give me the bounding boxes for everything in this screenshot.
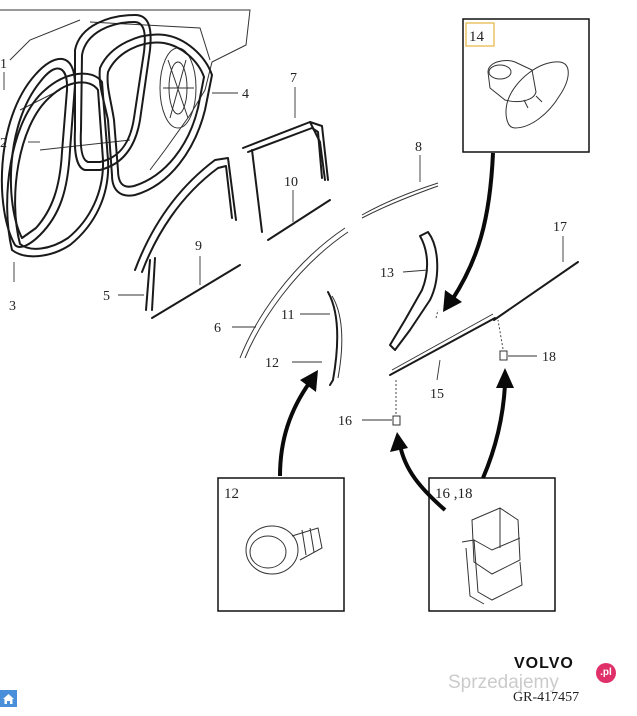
clip-16 xyxy=(392,415,401,426)
diagram-reference: GR-417457 xyxy=(513,690,580,705)
callout-12: 12 xyxy=(265,356,279,371)
watermark-badge: .pl xyxy=(596,663,616,683)
callout-16: 16 xyxy=(338,414,352,429)
callout-1: 1 xyxy=(0,57,7,72)
callout-2: 2 xyxy=(0,136,7,151)
pointer-arrows xyxy=(278,152,514,512)
detail-box-12-label: 12 xyxy=(224,486,239,502)
callout-18: 18 xyxy=(542,350,556,365)
part-11-bracket xyxy=(327,291,343,386)
part-6-trim xyxy=(239,227,349,359)
window-seal-1 xyxy=(73,14,152,171)
part-15-rail xyxy=(389,261,579,376)
detail-box-16-18: 16 ,18 xyxy=(428,477,556,612)
part-13-bracket xyxy=(389,231,439,351)
callout-17: 17 xyxy=(553,220,567,235)
detail-box-16-18-label: 16 ,18 xyxy=(435,486,473,502)
window-seal-4 xyxy=(98,33,213,197)
clip-16-18-illustration xyxy=(461,507,523,605)
part-9-strip xyxy=(151,264,241,319)
callout-3: 3 xyxy=(9,299,16,314)
leader-lines xyxy=(3,72,564,421)
clip-12-illustration xyxy=(245,525,323,575)
callout-10: 10 xyxy=(284,175,298,190)
callout-4: 4 xyxy=(242,87,249,102)
clip-14-illustration xyxy=(487,59,569,129)
callout-5: 5 xyxy=(103,289,110,304)
part-10-strip xyxy=(267,199,331,241)
detail-box-14: 14 xyxy=(462,18,590,153)
callout-8: 8 xyxy=(415,140,422,155)
callout-7: 7 xyxy=(290,71,297,86)
callout-6: 6 xyxy=(214,321,221,336)
brand-logo: VOLVO xyxy=(514,655,574,672)
detail-box-12: 12 xyxy=(217,477,345,612)
home-icon[interactable] xyxy=(0,690,17,707)
part-5-window-channel xyxy=(134,157,237,311)
part-7-window-frame xyxy=(242,121,329,233)
part-8-trim xyxy=(361,182,439,219)
callout-11: 11 xyxy=(281,308,294,323)
callout-15: 15 xyxy=(430,387,444,402)
callout-labels: 1 2 3 4 5 6 7 8 9 10 11 12 13 15 16 17 1… xyxy=(0,57,567,429)
car-body-outline xyxy=(0,9,251,171)
detail-box-14-label: 14 xyxy=(469,29,485,45)
callout-9: 9 xyxy=(195,239,202,254)
clip-18 xyxy=(499,350,508,361)
door-seal-rear xyxy=(6,72,110,258)
door-seal-front xyxy=(0,58,76,248)
watermark-text: Sprzedajemy xyxy=(448,672,559,693)
callout-13: 13 xyxy=(380,266,394,281)
